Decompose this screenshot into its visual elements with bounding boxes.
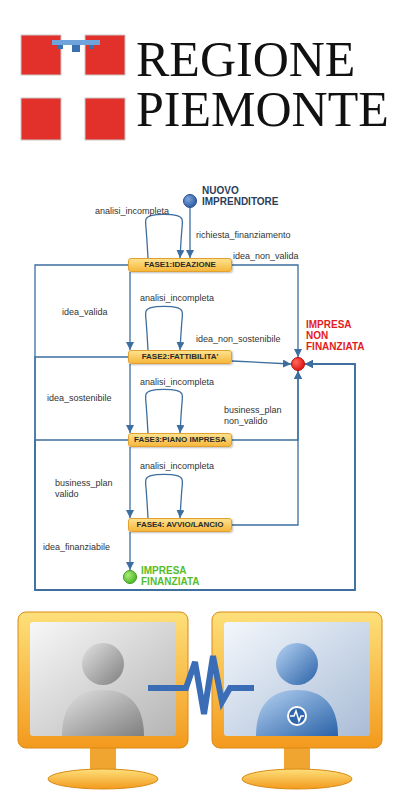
phase-box: FASE3:PIANO IMPRESA [128, 433, 232, 447]
state-marker [123, 570, 137, 584]
transition-label: idea_non_sostenibile [196, 334, 306, 345]
phase-box: FASE4: AVVIO/LANCIO [128, 518, 232, 532]
transition-label: idea_non_valida [233, 251, 323, 262]
user-badge [288, 707, 306, 725]
transition-label: analisi_incompleta [140, 461, 240, 472]
phase-box: FASE2:FATTIBILITA' [128, 350, 232, 364]
transition-label: analisi_incompleta [140, 377, 240, 388]
transition-arrow [232, 371, 298, 525]
monitor-stand [284, 745, 310, 771]
state-caption: IMPRESA NON FINANZIATA [306, 319, 370, 352]
transition-arrow [35, 364, 355, 590]
transition-arrow [232, 361, 291, 364]
phase-title: FASE3:PIANO IMPRESA [134, 435, 226, 445]
phase-box: FASE1:IDEAZIONE [128, 258, 232, 272]
monitor-base [242, 769, 352, 789]
logo-square [85, 98, 125, 140]
logo-square [21, 98, 61, 140]
state-marker [183, 194, 197, 208]
logo-wordmark: REGIONE PIEMONTE [136, 34, 398, 134]
transition-label: idea_valida [62, 307, 132, 318]
monitor-frame [18, 612, 188, 748]
monitor-screen [224, 622, 370, 736]
transition-arrow [146, 214, 183, 258]
connection-pulse [148, 656, 254, 714]
transition-arrow [129, 447, 130, 518]
state-marker [291, 357, 305, 371]
transition-arrow [129, 532, 130, 570]
transition-arrow [35, 265, 355, 590]
phase-title: FASE2:FATTIBILITA' [142, 352, 219, 362]
monitor-stand [90, 745, 116, 771]
state-label: IMPRESA FINANZIATA [141, 565, 207, 587]
monitor-screen [30, 622, 176, 736]
phase-title: FASE1:IDEAZIONE [144, 260, 216, 270]
state-caption: IMPRESA FINANZIATA [141, 565, 207, 587]
user-body [62, 690, 144, 736]
transition-label: business_plan valido [55, 478, 121, 500]
transition-label: idea_sostenibile [47, 393, 127, 404]
phase-title: FASE4: AVVIO/LANCIO [136, 520, 223, 530]
state-caption: NUOVO IMPRENDITORE [202, 185, 282, 207]
state-circle [292, 358, 305, 371]
start-state: NUOVO IMPRENDITORE [183, 194, 197, 208]
user-body [256, 690, 338, 736]
logo-label-pendant [72, 45, 80, 52]
end-state: IMPRESA NON FINANZIATA [291, 357, 305, 371]
transition-label: analisi_incompleta [140, 293, 240, 304]
state-label: IMPRESA NON FINANZIATA [306, 319, 370, 352]
transition-label: richiesta_finanziamento [196, 230, 316, 241]
transition-arrow [146, 389, 183, 433]
transition-label: idea_finanziabile [43, 542, 133, 553]
logo-label-pendant [89, 45, 94, 49]
transition-arrow [189, 208, 190, 258]
transition-arrow [35, 357, 355, 590]
transition-arrow [129, 364, 130, 433]
state-circle [124, 571, 137, 584]
state-label: NUOVO IMPRENDITORE [202, 185, 282, 207]
badge-pulse [290, 711, 304, 721]
transition-arrow [146, 474, 183, 518]
logo-label-pendant [58, 45, 63, 49]
transition-label: analisi_incompleta [95, 206, 195, 217]
end-state: IMPRESA FINANZIATA [123, 570, 137, 584]
transition-arrow [146, 306, 183, 350]
user-head [82, 643, 124, 685]
user-head [276, 643, 318, 685]
logo-label-bar [52, 40, 100, 45]
monitor-base [48, 769, 158, 789]
state-circle [184, 195, 197, 208]
transition-arrow [129, 272, 130, 350]
monitor-frame [212, 612, 382, 748]
transition-label: business_plan non_valido [224, 405, 294, 427]
